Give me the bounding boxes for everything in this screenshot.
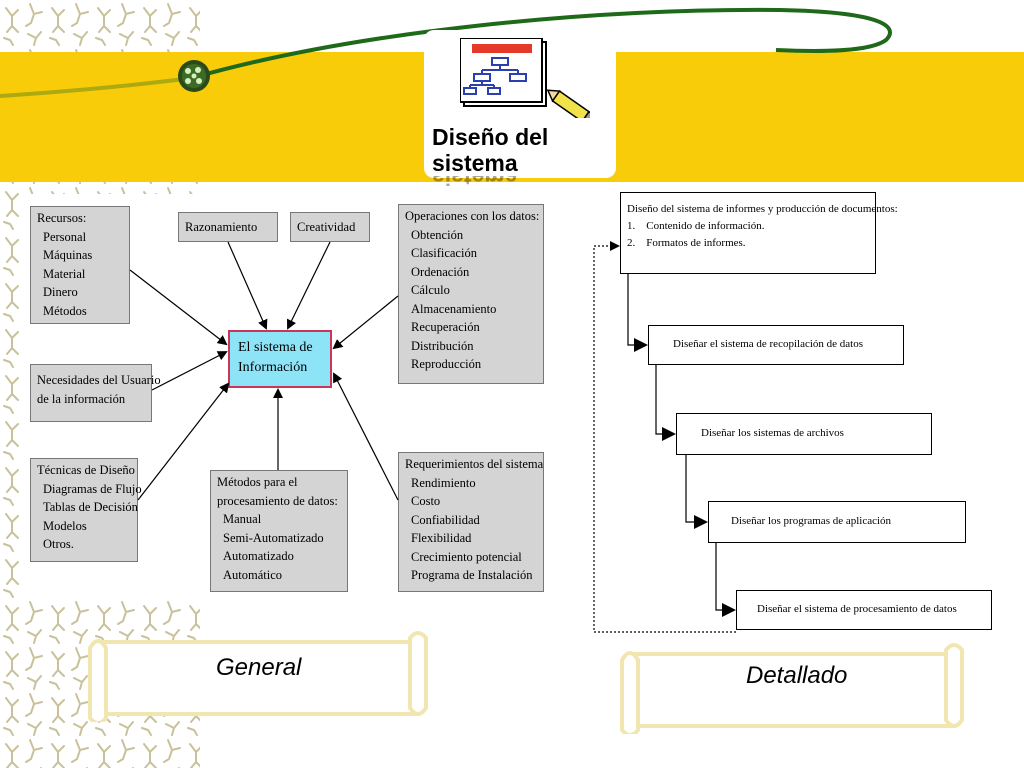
necesidades-line1: Necesidades del Usuario bbox=[37, 373, 161, 387]
recursos-item: Personal bbox=[43, 229, 87, 244]
requerimientos-item: Flexibilidad bbox=[411, 531, 472, 545]
logo-card: Diseño del sistema bbox=[424, 30, 616, 178]
detallado-caption: Detallado bbox=[746, 662, 848, 689]
step5-label: Diseñar el sistema de procesamiento de d… bbox=[757, 603, 957, 615]
requerimientos-title: Requerimientos del sistema bbox=[405, 457, 544, 471]
header-decoration bbox=[0, 7, 892, 98]
tecnicas-item: Tablas de Decisión bbox=[43, 500, 138, 514]
operaciones-box: Operaciones con los datos: Obtención Cla… bbox=[398, 204, 544, 384]
creatividad-label: Creatividad bbox=[297, 220, 356, 234]
requerimientos-item: Costo bbox=[411, 494, 441, 508]
step2-label: Diseñar el sistema de recopilación de da… bbox=[673, 338, 863, 350]
logo-title-line2: sistema bbox=[432, 150, 518, 176]
tecnicas-title: Técnicas de Diseño bbox=[37, 463, 135, 477]
operaciones-item: Obtención bbox=[411, 227, 464, 242]
necesidades-line2: de la información bbox=[37, 391, 126, 406]
sistema-informacion-box: El sistema de Información bbox=[228, 330, 332, 388]
center-line2: Información bbox=[238, 360, 308, 375]
requerimientos-item: Crecimiento potencial bbox=[411, 549, 522, 564]
metodos-line1: Métodos para el bbox=[217, 475, 298, 489]
requerimientos-item: Rendimiento bbox=[411, 475, 476, 490]
operaciones-item: Reproducción bbox=[411, 357, 482, 371]
detail-step-1: Diseño del sistema de informes y producc… bbox=[620, 192, 898, 274]
step1-title: Diseño del sistema de informes y producc… bbox=[627, 203, 898, 215]
tecnicas-box: Técnicas de Diseño Diagramas de Flujo Ta… bbox=[30, 458, 142, 562]
operaciones-item: Cálculo bbox=[411, 283, 450, 297]
detail-step-2: Diseñar el sistema de recopilación de da… bbox=[648, 325, 904, 365]
metodos-item: Automático bbox=[223, 567, 283, 582]
razonamiento-label: Razonamiento bbox=[185, 220, 258, 234]
detallado-scroll-banner bbox=[620, 643, 964, 734]
logo-title-line1: Diseño del bbox=[432, 124, 549, 150]
connector-4-5 bbox=[715, 543, 736, 617]
requerimientos-box: Requerimientos del sistema Rendimiento C… bbox=[398, 452, 544, 592]
requerimientos-item: Confiabilidad bbox=[411, 512, 480, 527]
detail-step-3: Diseñar los sistemas de archivos bbox=[676, 413, 932, 455]
tecnicas-item: Diagramas de Flujo bbox=[43, 481, 142, 496]
razonamiento-box: Razonamiento bbox=[178, 212, 278, 242]
operaciones-item: Distribución bbox=[411, 338, 474, 353]
metodos-item: Manual bbox=[223, 512, 262, 526]
requerimientos-item: Programa de Instalación bbox=[411, 568, 533, 582]
bead-icon bbox=[178, 60, 210, 92]
recursos-box: Recursos: Personal Máquinas Material Din… bbox=[30, 206, 130, 324]
recursos-item: Material bbox=[43, 266, 86, 281]
org-chart-document-icon bbox=[460, 38, 590, 118]
metodos-line2: procesamiento de datos: bbox=[217, 493, 338, 508]
step3-label: Diseñar los sistemas de archivos bbox=[701, 427, 844, 439]
detail-step-5: Diseñar el sistema de procesamiento de d… bbox=[736, 590, 992, 630]
tecnicas-item: Modelos bbox=[43, 518, 87, 533]
recursos-item: Máquinas bbox=[43, 248, 93, 262]
necesidades-box: Necesidades del Usuario de la informació… bbox=[30, 364, 161, 422]
tecnicas-item: Otros. bbox=[43, 537, 74, 551]
operaciones-item: Clasificación bbox=[411, 246, 477, 260]
general-scroll-banner bbox=[88, 631, 428, 722]
step4-label: Diseñar los programas de aplicación bbox=[731, 515, 892, 527]
metodos-item: Semi-Automatizado bbox=[223, 530, 324, 545]
connector-2-3 bbox=[655, 365, 676, 441]
step1-item: 2. Formatos de informes. bbox=[627, 237, 746, 249]
operaciones-item: Almacenamiento bbox=[411, 301, 497, 316]
general-caption: General bbox=[216, 654, 302, 681]
metodos-box: Métodos para el procesamiento de datos: … bbox=[210, 470, 348, 592]
step1-item: 1. Contenido de información. bbox=[627, 220, 765, 232]
recursos-title: Recursos: bbox=[37, 211, 87, 225]
detail-step-4: Diseñar los programas de aplicación bbox=[708, 501, 966, 543]
metodos-item: Automatizado bbox=[223, 549, 294, 563]
operaciones-title: Operaciones con los datos: bbox=[405, 209, 540, 223]
recursos-item: Métodos bbox=[43, 303, 87, 318]
connector-3-4 bbox=[685, 455, 708, 529]
logo-title-reflection: sistema bbox=[432, 176, 518, 190]
connector-1-2 bbox=[627, 274, 648, 352]
swoosh-curve bbox=[191, 7, 892, 80]
center-line1: El sistema de bbox=[238, 340, 313, 355]
creatividad-box: Creatividad bbox=[290, 212, 370, 242]
recursos-item: Dinero bbox=[43, 285, 78, 299]
operaciones-item: Ordenación bbox=[411, 264, 470, 279]
operaciones-item: Recuperación bbox=[411, 320, 480, 334]
